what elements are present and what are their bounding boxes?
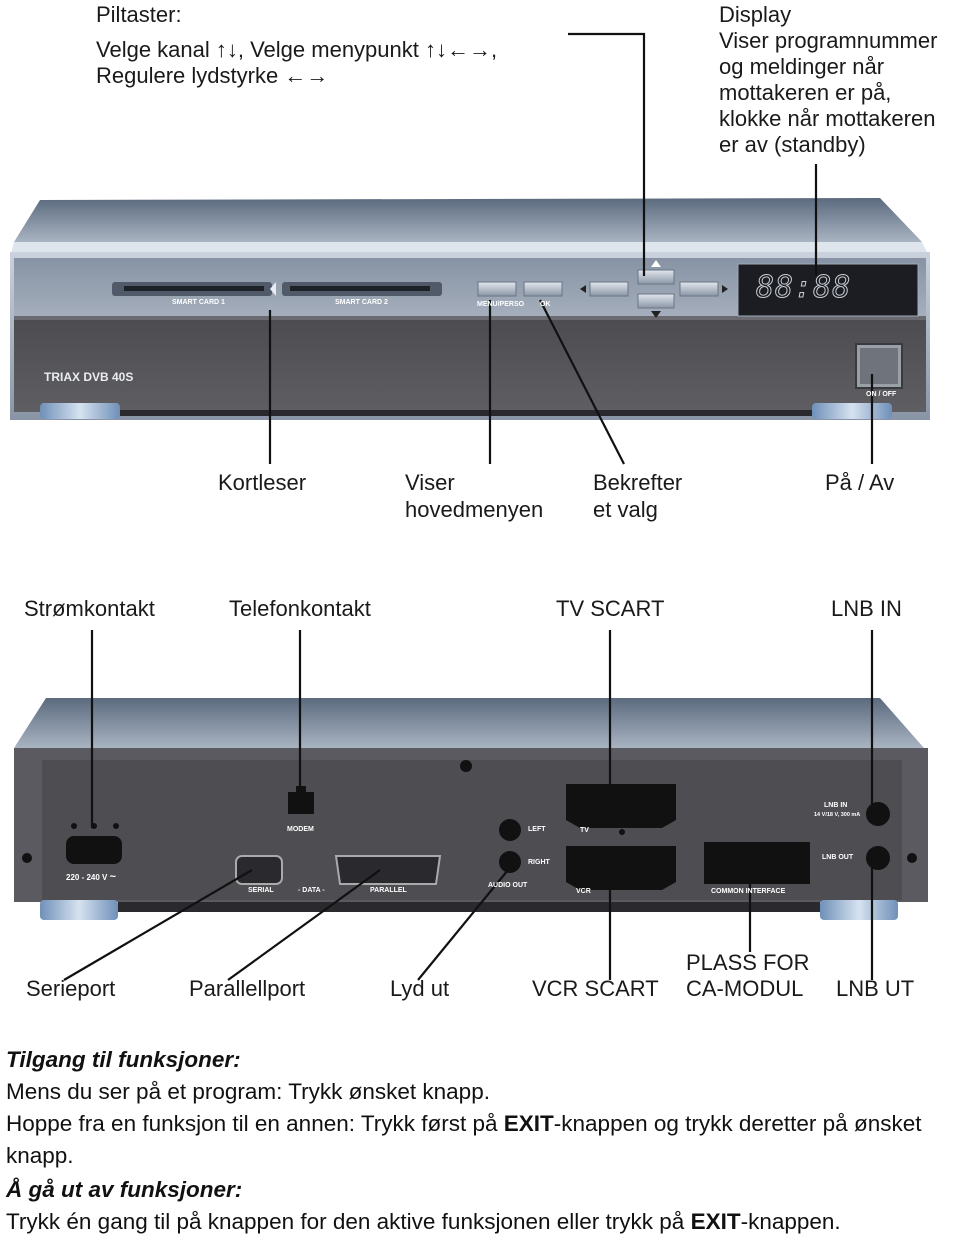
ca-module-label-2: CA-MODUL [686,976,804,1001]
display-description: Display Viser programnummer og meldinger… [719,2,937,158]
tv-scart-label: TV SCART [556,596,665,621]
access-heading: Tilgang til funksjoner: [6,1047,241,1072]
modem-label: MODEM [287,826,314,833]
exit-key-text: EXIT [503,1111,554,1136]
exit-heading: Å gå ut av funksjoner: [6,1177,243,1202]
main-menu-label-2: hovedmenyen [405,497,544,522]
serial-port-label: Serieport [26,976,116,1001]
parallel-label: PARALLEL [370,887,407,894]
ca-module-label-1: PLASS FOR [686,950,810,975]
callout-lines [63,32,874,981]
smart-card-2-label: SMART CARD 2 [335,299,388,306]
vcr-scart-label: VCR SCART [532,976,659,1001]
power-callout-label: På / Av [825,470,895,495]
confirm-label-2: et valg [593,497,658,522]
lnb-spec-label: 14 V/18 V, 300 mA [814,812,861,818]
display-line: Viser programnummer [719,28,938,53]
data-label: - DATA - [298,887,325,894]
confirm-label-1: Bekrefter [593,470,683,495]
common-interface-label: COMMON INTERFACE [711,888,786,895]
left-label: LEFT [528,826,546,833]
parallel-port-label: Parallellport [189,976,306,1001]
display-line: er av (standby) [719,132,866,157]
rear-device [14,698,928,920]
serial-label: SERIAL [248,887,274,894]
model-name: TRIAX DVB 40S [44,370,134,384]
display-line: mottakeren er på, [719,80,892,105]
display-line: Display [719,2,792,27]
instructions: Tilgang til funksjoner: Mens du ser på e… [6,1044,956,1238]
main-menu-label-1: Viser [405,470,455,495]
arrow-keys-line1: Velge kanal ↑↓, Velge menypunkt ↑↓←→, [96,37,498,62]
front-device [10,198,930,420]
arrow-keys-line2: Regulere lydstyrke ←→ [96,63,329,88]
card-reader-label: Kortleser [218,470,307,495]
arrow-keys-title: Piltaster: [96,2,182,27]
phone-socket-label: Telefonkontakt [229,596,371,621]
power-label: ON / OFF [866,391,897,398]
right-label: RIGHT [528,859,550,866]
display-line: og meldinger når [719,54,885,79]
access-line-2: Hoppe fra en funksjon til en annen: Tryk… [6,1111,922,1168]
lnb-out-panel-label: LNB OUT [822,854,854,861]
lnb-in-panel-label: LNB IN [824,802,848,809]
display-line: klokke når mottakeren [719,106,936,131]
smart-card-1-label: SMART CARD 1 [172,299,225,306]
lnb-in-label: LNB IN [831,596,902,621]
exit-key-text: EXIT [690,1209,741,1234]
tv-label: TV [580,827,589,834]
voltage-label: 220 - 240 V ~ [66,871,117,883]
access-line-1: Mens du ser på et program: Trykk ønsket … [6,1079,490,1104]
ok-button-label: OK [540,301,551,308]
vcr-label: VCR [576,888,591,895]
audio-out-label: AUDIO OUT [488,882,528,889]
audio-out-callout-label: Lyd ut [390,976,450,1001]
power-socket-label: Strømkontakt [24,596,155,621]
display-readout: 88:88 [755,270,852,306]
lnb-out-label: LNB UT [836,976,915,1001]
menu-button-label: MENU/PERSO [477,301,525,308]
exit-line: Trykk én gang til på knappen for den akt… [6,1209,841,1234]
